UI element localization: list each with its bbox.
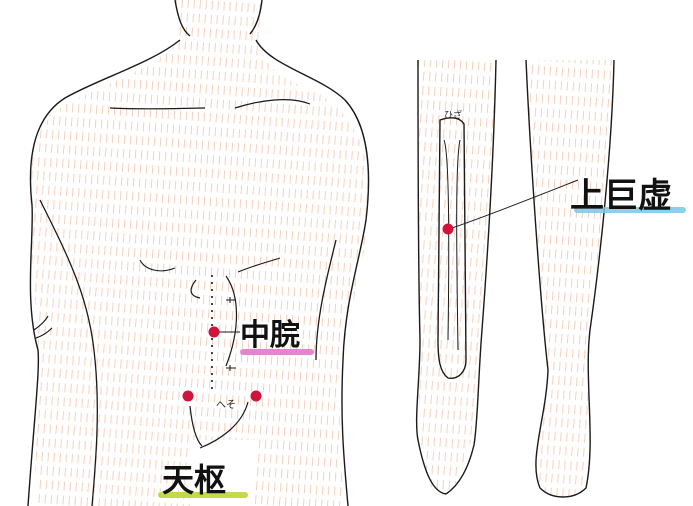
legs-figure: [417, 60, 614, 497]
point-zhongwan: [209, 327, 220, 338]
point-tianshu-right: [251, 391, 262, 402]
point-tianshu-left: [183, 391, 194, 402]
point-shangjuxu: [443, 224, 454, 235]
label-shangjuxu: 上巨虚: [570, 168, 672, 217]
label-knee: ひざ: [444, 108, 462, 121]
label-tianshu: 天枢: [162, 455, 226, 501]
torso-skin: [29, 0, 368, 506]
label-zhongwan: 中脘: [240, 310, 300, 354]
label-navel: へそ: [216, 396, 236, 411]
torso-figure: [28, 0, 368, 506]
